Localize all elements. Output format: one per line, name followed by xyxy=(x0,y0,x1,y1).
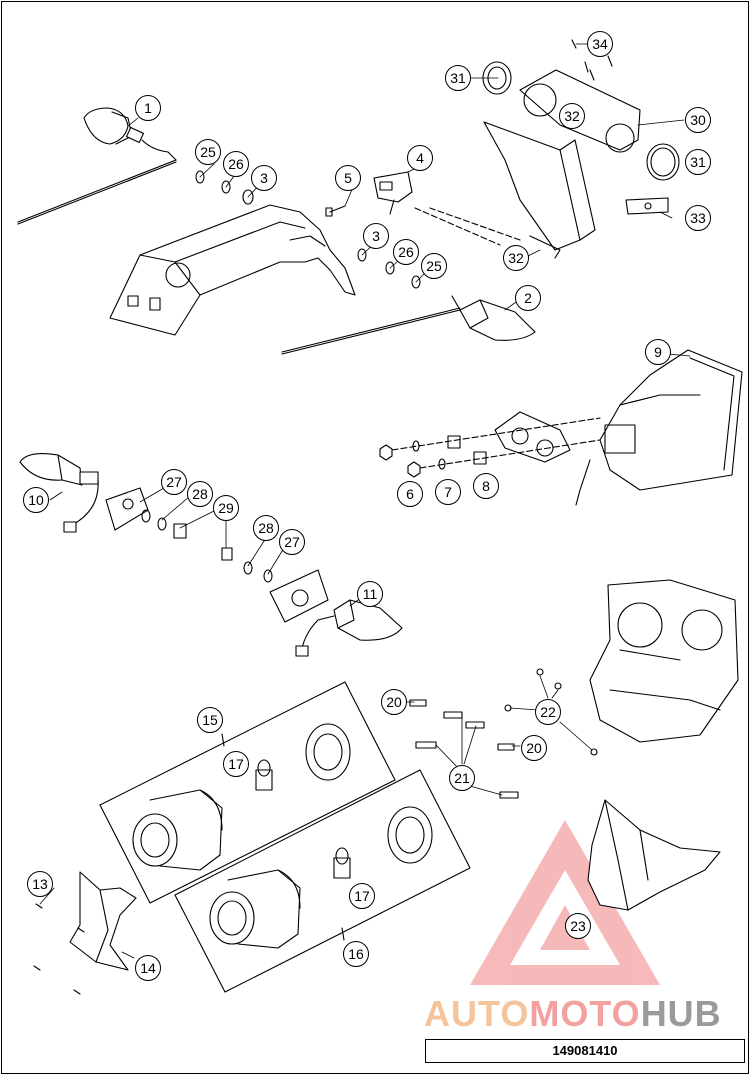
document-number: 149081410 xyxy=(425,1039,745,1063)
callout-22: 22 xyxy=(535,699,561,725)
callout-34: 34 xyxy=(587,31,613,57)
callout-8: 8 xyxy=(473,473,499,499)
callout-20b: 20 xyxy=(521,735,547,761)
callout-9: 9 xyxy=(645,339,671,365)
callout-23: 23 xyxy=(565,913,591,939)
callout-5: 5 xyxy=(335,165,361,191)
fasteners-6-7-8 xyxy=(379,435,487,478)
watermark-logo-text: AUTOMOTOHUB xyxy=(424,994,744,1034)
callout-13: 13 xyxy=(27,871,53,897)
callout-15: 15 xyxy=(197,707,223,733)
bulb-17b xyxy=(333,847,351,879)
callout-17b: 17 xyxy=(349,883,375,909)
callout-20a: 20 xyxy=(381,689,407,715)
bolts-20-21 xyxy=(409,699,519,799)
license-plate-holder xyxy=(483,121,596,259)
bracket-14 xyxy=(69,871,137,971)
washers-left xyxy=(195,170,254,205)
tail-bracket xyxy=(494,411,571,463)
callout-31b: 31 xyxy=(685,149,711,175)
washers-right xyxy=(357,248,421,289)
callout-28a: 28 xyxy=(187,481,213,507)
indicator-11 xyxy=(295,599,403,657)
callout-3a: 3 xyxy=(251,165,277,191)
bolt-5 xyxy=(325,205,346,217)
light-4 xyxy=(373,171,413,215)
callout-6: 6 xyxy=(397,481,423,507)
callout-30: 30 xyxy=(685,107,711,133)
callout-25b: 25 xyxy=(421,253,447,279)
callout-3b: 3 xyxy=(363,223,389,249)
plate-light-33 xyxy=(625,197,669,215)
fairing-23 xyxy=(587,799,721,911)
callout-32b: 32 xyxy=(503,245,529,271)
indicator-bracket-right xyxy=(269,569,329,623)
headlight-16 xyxy=(209,869,301,949)
headlight-bracket xyxy=(589,579,739,743)
watermark-moto: MOTO xyxy=(529,993,641,1034)
screws-13 xyxy=(33,903,85,995)
callout-25a: 25 xyxy=(195,139,221,165)
callout-4: 4 xyxy=(407,145,433,171)
callout-26b: 26 xyxy=(393,239,419,265)
callout-16: 16 xyxy=(343,941,369,967)
callout-33: 33 xyxy=(685,205,711,231)
callout-10: 10 xyxy=(23,487,49,513)
callout-21: 21 xyxy=(449,765,475,791)
callout-1: 1 xyxy=(135,95,161,121)
watermark-hub: HUB xyxy=(640,993,722,1034)
cover-15 xyxy=(305,723,351,781)
callout-27a: 27 xyxy=(161,469,187,495)
callout-29: 29 xyxy=(213,495,239,521)
callout-11: 11 xyxy=(357,581,383,607)
headlight-box-16 xyxy=(174,769,471,993)
callout-7: 7 xyxy=(435,479,461,505)
reflector-31b xyxy=(646,143,680,181)
washers-27-28-29-left xyxy=(141,509,187,539)
callout-26a: 26 xyxy=(223,151,249,177)
callout-17a: 17 xyxy=(223,751,249,777)
tail-light-9 xyxy=(575,349,743,506)
indicator-2 xyxy=(281,295,536,355)
watermark-auto: AUTO xyxy=(424,993,530,1034)
indicator-bracket-left xyxy=(105,487,149,531)
callout-28b: 28 xyxy=(253,515,279,541)
callout-31a: 31 xyxy=(445,65,471,91)
callout-14: 14 xyxy=(135,955,161,981)
bulb-17a xyxy=(255,759,273,791)
headlight-15 xyxy=(132,789,223,871)
indicator-10 xyxy=(19,453,99,533)
washers-29-28-27-right xyxy=(221,547,273,583)
callout-2: 2 xyxy=(515,285,541,311)
cover-16 xyxy=(387,806,433,864)
headlight-box-15 xyxy=(99,681,396,904)
rear-subframe xyxy=(109,204,356,336)
indicator-1 xyxy=(17,107,177,225)
callout-32a: 32 xyxy=(559,103,585,129)
callout-27b: 27 xyxy=(279,529,305,555)
screws-34 xyxy=(571,39,613,81)
